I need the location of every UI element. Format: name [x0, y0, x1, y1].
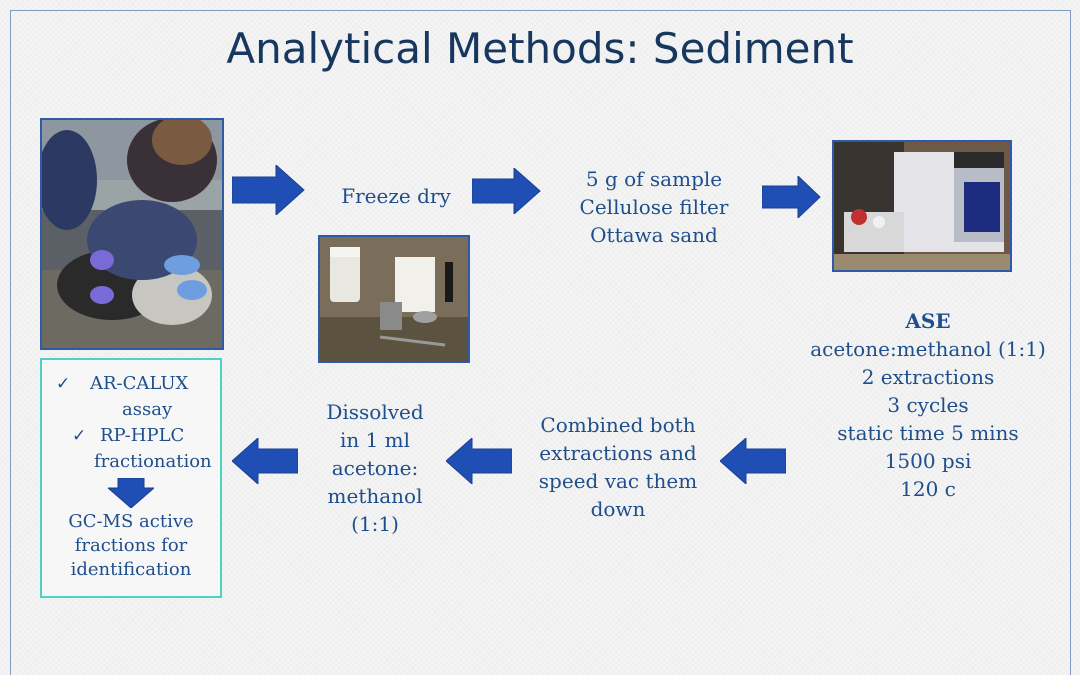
sample-prep-step: 5 g of sample Cellulose filter Ottawa sa… [566, 165, 742, 249]
ase-instrument-image [834, 142, 1010, 270]
lab-tools-image [320, 237, 468, 361]
dissolve-line: (1:1) [351, 512, 399, 536]
ase-parameters: ASE acetone:methanol (1:1) 2 extractions… [778, 307, 1078, 503]
flow-arrow-right [232, 165, 305, 215]
ase-param: 1500 psi [884, 449, 972, 473]
combine-line: Combined both [540, 413, 696, 437]
check-icon: ✓ [72, 426, 87, 446]
combine-line: extractions and [539, 441, 697, 465]
ase-title: ASE [905, 309, 951, 333]
slide-frame [10, 10, 1071, 675]
ase-instrument-photo [832, 140, 1012, 272]
sample-prep-line: Ottawa sand [590, 223, 718, 247]
gc-ms-line: fractions for [74, 535, 188, 556]
assay-item-label: fractionation [94, 451, 212, 472]
lab-tools-photo [318, 235, 470, 363]
flow-arrow-right [762, 176, 821, 218]
slide-title: Analytical Methods: Sediment [226, 24, 854, 73]
assay-item-label: assay [122, 399, 173, 420]
check-icon: ✓ [56, 374, 71, 394]
flow-arrow-left [232, 438, 298, 484]
freeze-dry-step: Freeze dry [341, 184, 451, 208]
dissolve-line: methanol [327, 484, 423, 508]
sample-prep-line: 5 g of sample [585, 167, 723, 191]
flow-arrow-left [720, 438, 786, 484]
down-arrow-icon [108, 478, 154, 508]
field-sampling-photo [40, 118, 224, 350]
combine-line: down [590, 497, 646, 521]
flow-arrow-right [472, 168, 541, 214]
dissolve-line: Dissolved [326, 400, 424, 424]
flow-arrow-left [446, 438, 512, 484]
ase-param: static time 5 mins [837, 421, 1019, 445]
assay-box: ✓ AR-CALUX assay ✓ RP-HPLC fractionation… [40, 358, 222, 598]
assay-item-label: AR-CALUX [90, 373, 189, 394]
ase-param: 2 extractions [861, 365, 995, 389]
dissolve-line: acetone: [331, 456, 419, 480]
dissolve-step: Dissolved in 1 ml acetone: methanol (1:1… [300, 398, 450, 538]
gc-ms-line: GC-MS active [68, 511, 194, 532]
sample-prep-line: Cellulose filter [579, 195, 729, 219]
ase-param: acetone:methanol (1:1) [810, 337, 1046, 361]
combine-line: speed vac them [538, 469, 698, 493]
field-sampling-image [42, 120, 222, 348]
ase-param: 3 cycles [887, 393, 969, 417]
combine-step: Combined both extractions and speed vac … [518, 411, 718, 523]
gc-ms-line: identification [70, 559, 192, 580]
ase-param: 120 c [900, 477, 956, 501]
dissolve-line: in 1 ml [339, 428, 411, 452]
gc-ms-text: GC-MS active fractions for identificatio… [42, 510, 220, 582]
assay-item-label: RP-HPLC [100, 425, 185, 446]
